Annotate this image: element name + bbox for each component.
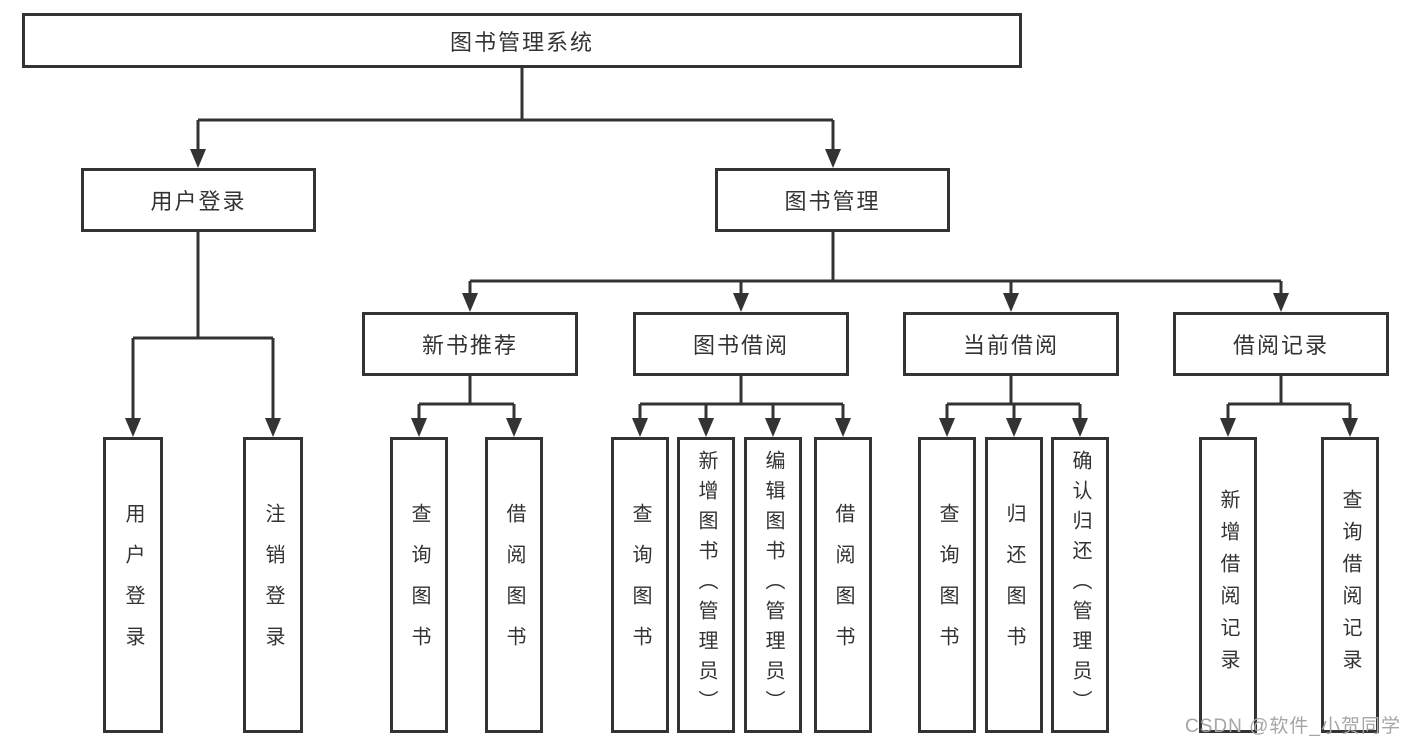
node-root: 图书管理系统 xyxy=(22,13,1022,68)
node-borrow-records-label: 借阅记录 xyxy=(1232,333,1329,358)
edges-root-to-level2 xyxy=(190,68,841,168)
leaf-bb-edit-books: 编辑图书（管理员） xyxy=(744,437,802,733)
leaf-bb-borrow-books-label: 借阅图书 xyxy=(832,503,854,667)
leaf-bb-query-books: 查询图书 xyxy=(611,437,669,733)
edges-borrow-records-children xyxy=(1220,376,1358,437)
node-new-book-rec-label: 新书推荐 xyxy=(421,333,518,358)
leaf-br-query-record-label: 查询借阅记录 xyxy=(1339,489,1361,681)
node-current-borrow-label: 当前借阅 xyxy=(962,333,1059,358)
node-borrow-records: 借阅记录 xyxy=(1173,312,1389,376)
csdn-watermark: CSDN @软件_小贺同学 xyxy=(1185,716,1401,737)
edges-user-login-children xyxy=(125,232,281,437)
leaf-user-login-label: 用户登录 xyxy=(122,503,144,667)
leaf-br-query-record: 查询借阅记录 xyxy=(1321,437,1379,733)
leaf-bb-add-books: 新增图书（管理员） xyxy=(677,437,735,733)
leaf-bb-add-books-label: 新增图书（管理员） xyxy=(695,450,717,720)
leaf-cb-query-books-label: 查询图书 xyxy=(936,503,958,667)
leaf-br-add-record-label: 新增借阅记录 xyxy=(1217,489,1239,681)
leaf-rec-query-books: 查询图书 xyxy=(390,437,448,733)
leaf-logout: 注销登录 xyxy=(243,437,303,733)
leaf-bb-edit-books-label: 编辑图书（管理员） xyxy=(762,450,784,720)
leaf-rec-borrow-books: 借阅图书 xyxy=(485,437,543,733)
leaf-cb-return-books-label: 归还图书 xyxy=(1003,503,1025,667)
node-user-login: 用户登录 xyxy=(81,168,316,232)
leaf-cb-query-books: 查询图书 xyxy=(918,437,976,733)
leaf-user-login: 用户登录 xyxy=(103,437,163,733)
edges-new-book-rec-children xyxy=(411,376,522,437)
node-book-borrow-label: 图书借阅 xyxy=(692,333,789,358)
edges-book-borrow-children xyxy=(632,376,851,437)
node-root-label: 图书管理系统 xyxy=(449,29,594,55)
node-book-mgmt: 图书管理 xyxy=(715,168,950,232)
node-current-borrow: 当前借阅 xyxy=(903,312,1119,376)
node-book-borrow: 图书借阅 xyxy=(633,312,849,376)
leaf-rec-borrow-books-label: 借阅图书 xyxy=(503,503,525,667)
leaf-br-add-record: 新增借阅记录 xyxy=(1199,437,1257,733)
node-book-mgmt-label: 图书管理 xyxy=(784,189,881,214)
leaf-logout-label: 注销登录 xyxy=(262,503,284,667)
leaf-bb-query-books-label: 查询图书 xyxy=(629,503,651,667)
node-user-login-label: 用户登录 xyxy=(150,189,247,214)
leaf-bb-borrow-books: 借阅图书 xyxy=(814,437,872,733)
edges-current-borrow-children xyxy=(939,376,1088,437)
edges-book-mgmt-children xyxy=(462,232,1289,312)
leaf-cb-confirm-return-label: 确认归还（管理员） xyxy=(1069,450,1091,720)
leaf-cb-confirm-return: 确认归还（管理员） xyxy=(1051,437,1109,733)
leaf-cb-return-books: 归还图书 xyxy=(985,437,1043,733)
leaf-rec-query-books-label: 查询图书 xyxy=(408,503,430,667)
node-new-book-rec: 新书推荐 xyxy=(362,312,578,376)
